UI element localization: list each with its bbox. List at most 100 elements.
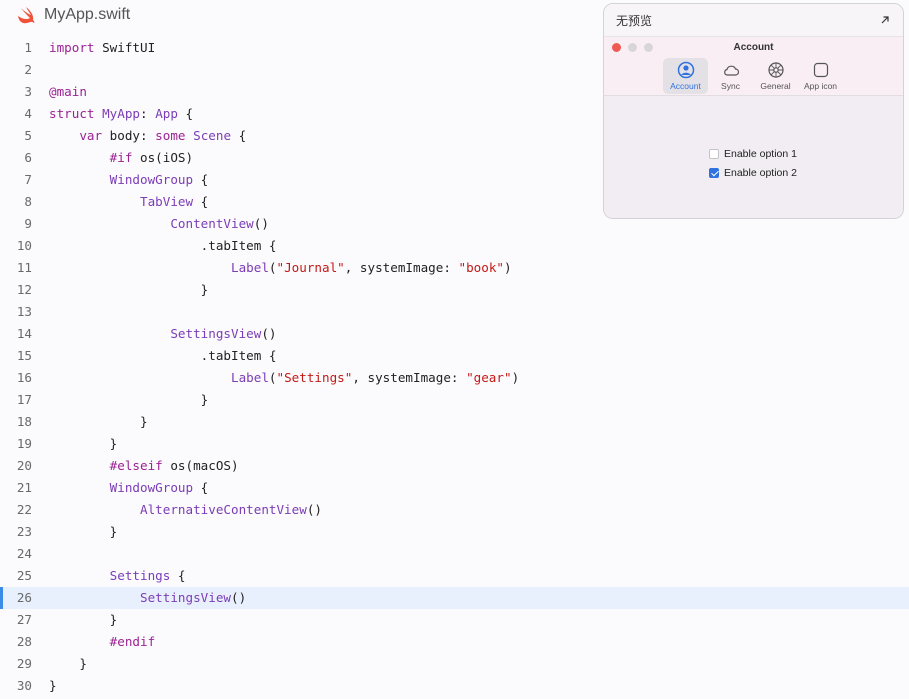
line-source: var body: some Scene {	[49, 125, 246, 147]
line-number: 28	[16, 634, 32, 649]
line-number: 17	[16, 392, 32, 407]
code-token: ()	[306, 502, 322, 517]
line-number: 27	[16, 612, 32, 627]
code-line[interactable]: 19 }	[0, 433, 909, 455]
code-token: }	[109, 612, 118, 627]
zoom-button[interactable]	[644, 43, 653, 52]
code-token: var	[79, 128, 103, 143]
line-number: 5	[24, 128, 32, 143]
line-source: }	[49, 609, 118, 631]
line-source: #endif	[49, 631, 156, 653]
code-token: {	[193, 480, 209, 495]
tab-sync[interactable]: Sync	[708, 58, 753, 94]
code-line[interactable]: 29 }	[0, 653, 909, 675]
code-token: SwiftUI	[94, 40, 156, 55]
line-number: 22	[16, 502, 32, 517]
code-token: "gear"	[466, 370, 512, 385]
code-line[interactable]: 3@main	[0, 81, 909, 103]
line-source: Label("Settings", systemImage: "gear")	[49, 367, 519, 389]
code-line[interactable]: 23 }	[0, 521, 909, 543]
line-number: 29	[16, 656, 32, 671]
line-source: TabView {	[49, 191, 208, 213]
line-number: 18	[16, 414, 32, 429]
line-number: 16	[16, 370, 32, 385]
tab-general[interactable]: General	[753, 58, 798, 94]
preview-window: Account Account Sync	[604, 37, 903, 218]
code-line[interactable]: 13	[0, 301, 909, 323]
close-button[interactable]	[612, 43, 621, 52]
option-2-checkbox[interactable]	[709, 167, 719, 178]
code-line[interactable]: 20 #elseif os(macOS)	[0, 455, 909, 477]
code-token: #if	[109, 150, 133, 165]
line-number: 13	[16, 304, 32, 319]
code-line[interactable]: 18 }	[0, 411, 909, 433]
code-line[interactable]: 16 Label("Settings", systemImage: "gear"…	[0, 367, 909, 389]
code-line[interactable]: 9 ContentView()	[0, 213, 909, 235]
code-line[interactable]: 7 WindowGroup {	[0, 169, 909, 191]
line-source: #if os(iOS)	[49, 147, 193, 169]
code-line[interactable]: 10 .tabItem {	[0, 235, 909, 257]
line-number: 7	[24, 172, 32, 187]
code-line[interactable]: 28 #endif	[0, 631, 909, 653]
code-line[interactable]: 6 #if os(iOS)	[0, 147, 909, 169]
code-line[interactable]: 26 SettingsView()	[0, 587, 909, 609]
code-token: , systemImage:	[352, 370, 467, 385]
code-line[interactable]: 17 }	[0, 389, 909, 411]
code-line[interactable]: 12 }	[0, 279, 909, 301]
code-line[interactable]: 15 .tabItem {	[0, 345, 909, 367]
line-source: .tabItem {	[49, 235, 277, 257]
code-token: :	[140, 106, 156, 121]
swift-logo-icon	[18, 7, 35, 24]
code-line[interactable]: 8 TabView {	[0, 191, 909, 213]
tab-account[interactable]: Account	[663, 58, 708, 94]
code-line[interactable]: 25 Settings {	[0, 565, 909, 587]
line-number: 30	[16, 678, 32, 693]
code-token: #elseif	[109, 458, 163, 473]
code-token: {	[193, 194, 209, 209]
code-token: SettingsView	[140, 590, 231, 605]
code-token: }	[79, 656, 87, 671]
code-token: "Journal"	[276, 260, 345, 275]
code-token: }	[140, 414, 148, 429]
line-number: 23	[16, 524, 32, 539]
code-token: ()	[261, 326, 277, 341]
expand-arrow-icon[interactable]	[879, 14, 891, 26]
code-token: WindowGroup	[109, 480, 194, 495]
code-token: ContentView	[170, 216, 254, 231]
line-number: 20	[16, 458, 32, 473]
code-line[interactable]: 11 Label("Journal", systemImage: "book")	[0, 257, 909, 279]
option-1-checkbox[interactable]	[709, 148, 719, 159]
tab-app-icon[interactable]: App icon	[798, 58, 843, 94]
preview-header: 无预览	[604, 4, 903, 37]
line-source: SettingsView()	[49, 323, 277, 345]
file-title: MyApp.swift	[44, 6, 131, 23]
window-title: Account	[733, 42, 774, 53]
code-token: )	[511, 370, 520, 385]
settings-toolbar: Account Sync General	[663, 58, 843, 94]
line-source: Settings {	[49, 565, 186, 587]
minimize-button[interactable]	[628, 43, 637, 52]
code-token: MyApp	[102, 106, 141, 121]
code-line[interactable]: 21 WindowGroup {	[0, 477, 909, 499]
code-token: AlternativeContentView	[140, 502, 307, 517]
line-number: 3	[24, 84, 32, 99]
line-number: 24	[16, 546, 32, 561]
option-2[interactable]: Enable option 2	[709, 163, 797, 182]
code-line[interactable]: 2	[0, 59, 909, 81]
code-line[interactable]: 30}	[0, 675, 909, 697]
option-1[interactable]: Enable option 1	[709, 144, 797, 163]
code-line[interactable]: 24	[0, 543, 909, 565]
code-token: )	[503, 260, 512, 275]
line-source: .tabItem {	[49, 345, 277, 367]
code-line[interactable]: 27 }	[0, 609, 909, 631]
option-2-label: Enable option 2	[724, 166, 797, 179]
code-line[interactable]: 14 SettingsView()	[0, 323, 909, 345]
file-header: MyApp.swift	[16, 3, 130, 27]
code-line[interactable]: 22 AlternativeContentView()	[0, 499, 909, 521]
line-source: }	[49, 521, 118, 543]
code-line[interactable]: 5 var body: some Scene {	[0, 125, 909, 147]
preview-title: 无预览	[616, 13, 653, 28]
